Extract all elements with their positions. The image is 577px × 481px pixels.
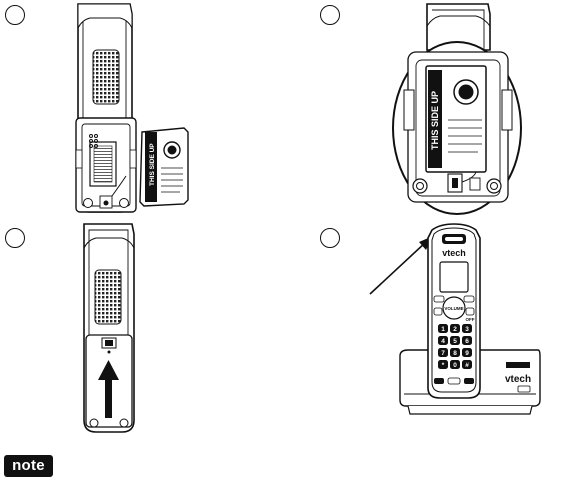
keypad-key-4: 4: [438, 336, 448, 345]
svg-text:0: 0: [453, 362, 457, 369]
battery-label-text-zoom: THIS SIDE UP: [430, 91, 440, 150]
svg-text:8: 8: [453, 350, 457, 357]
volume-label: VOLUME: [444, 306, 463, 311]
svg-text:6: 6: [465, 338, 469, 345]
svg-text:5: 5: [453, 338, 457, 345]
keypad-key-8: 8: [450, 348, 460, 357]
svg-text:#: #: [465, 362, 469, 369]
figure-4-handset-in-base: vtech vtech VOLUME OFF 1 2 3 4 5 6 7 8 9 * 0 #: [369, 223, 541, 415]
note-badge: note: [4, 455, 53, 477]
keypad-key-1: 1: [438, 324, 448, 333]
keypad-key-3: 3: [462, 324, 472, 333]
keypad-key-2: 2: [450, 324, 460, 333]
keypad-key-7: 7: [438, 348, 448, 357]
speaker-grill: [94, 269, 122, 325]
step-4-circle: [320, 228, 340, 248]
keypad-key-9: 9: [462, 348, 472, 357]
battery-label-text: THIS SIDE UP: [149, 143, 156, 186]
svg-text:4: 4: [441, 338, 445, 345]
base-brand-logo: vtech: [505, 374, 531, 385]
svg-text:2: 2: [453, 326, 457, 333]
svg-text:1: 1: [441, 326, 445, 333]
keypad-key-6: 6: [462, 336, 472, 345]
handset-screen: [439, 261, 469, 293]
svg-text:7: 7: [441, 350, 445, 357]
handset-brand-logo: vtech: [442, 248, 466, 258]
keypad-key-0: 0: [450, 360, 460, 369]
keypad: 1 2 3 4 5 6 7 8 9 * 0 #: [438, 324, 472, 369]
keypad-key-hash: #: [462, 360, 472, 369]
step-3-circle: [5, 228, 25, 248]
navigation-key: [442, 296, 466, 320]
svg-text:*: *: [442, 362, 445, 369]
keypad-key-star: *: [438, 360, 448, 369]
pointer-arrow-icon: [369, 236, 433, 295]
figure-2-battery-zoom: THIS SIDE UP: [392, 3, 522, 215]
arrow-up-icon: [98, 360, 119, 418]
speaker-grill: [92, 49, 120, 105]
step-2-circle: [320, 5, 340, 25]
off-label: OFF: [466, 317, 475, 322]
figure-1-handset-battery-out: THIS SIDE UP: [75, 3, 189, 213]
battery-pack: THIS SIDE UP: [139, 127, 189, 207]
step-1-circle: [5, 5, 25, 25]
battery-pack-installed: THIS SIDE UP: [425, 65, 487, 173]
handset-front: vtech VOLUME OFF 1 2 3 4 5 6 7 8 9 * 0 #: [427, 223, 481, 399]
keypad-key-5: 5: [450, 336, 460, 345]
svg-text:9: 9: [465, 350, 469, 357]
svg-text:3: 3: [465, 326, 469, 333]
figure-3-cover-slide: [83, 223, 135, 433]
